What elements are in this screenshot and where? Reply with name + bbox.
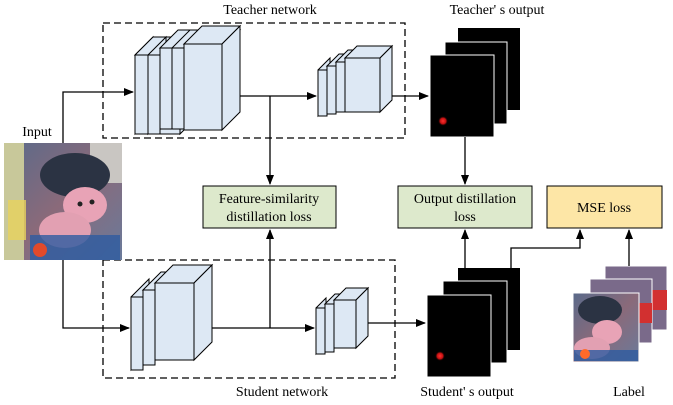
teacher-output-heatmaps <box>429 28 520 138</box>
mse-loss-text: MSE loss <box>577 201 631 216</box>
connectors <box>62 88 633 332</box>
student-output-label: Student' s output <box>420 385 514 400</box>
label-images <box>572 265 668 363</box>
student-output-heatmaps <box>426 268 520 378</box>
input-image <box>4 143 122 260</box>
feature-loss-line1: Feature-similarity <box>219 192 319 207</box>
student-network-label: Student network <box>236 385 328 400</box>
teacher-conv-block-2 <box>317 44 394 118</box>
output-loss-line2: loss <box>454 210 476 225</box>
feature-loss-line2: distillation loss <box>226 210 311 225</box>
student-network-frame <box>102 259 396 379</box>
input-label: Input <box>22 125 52 140</box>
feature-similarity-loss-box: Feature-similarity distillation loss <box>202 185 337 229</box>
student-conv-block-1 <box>130 263 214 372</box>
teacher-network-frame <box>102 22 406 139</box>
output-distillation-loss-box: Output distillation loss <box>397 185 533 229</box>
mse-loss-box: MSE loss <box>546 185 663 229</box>
teacher-output-label: Teacher' s output <box>450 3 545 18</box>
teacher-conv-block-1 <box>133 24 242 136</box>
output-loss-line1: Output distillation <box>414 192 516 207</box>
student-conv-block-2 <box>315 286 370 356</box>
teacher-network-label: Teacher network <box>223 3 316 18</box>
label-caption: Label <box>613 385 645 400</box>
